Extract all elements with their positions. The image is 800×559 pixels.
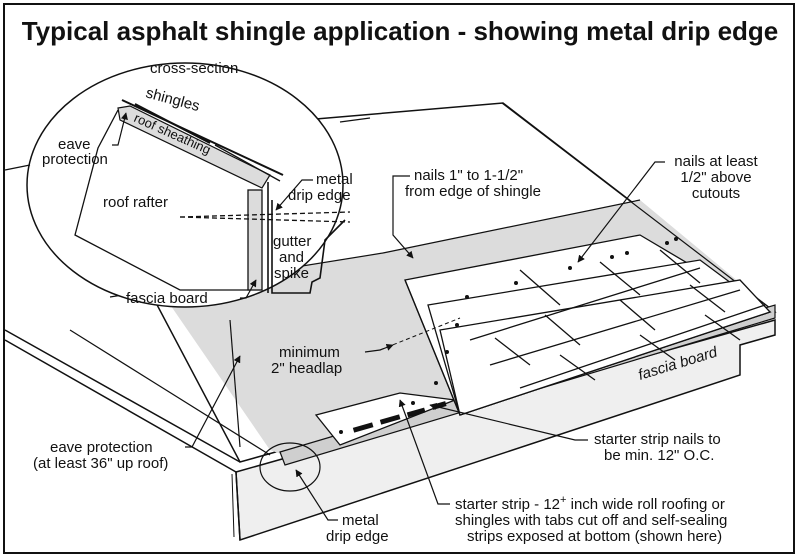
shingle-courses: [404, 234, 772, 416]
nails-above-leader: [577, 161, 665, 263]
nails-above-label-3: cutouts: [692, 185, 740, 202]
nails-above-label-2: 1/2" above: [680, 169, 751, 186]
starter-nails-label-1: starter strip nails to: [594, 431, 721, 448]
nails-edge-label-1: nails 1" to 1-1/2": [414, 167, 523, 184]
inset-fascia-board-label: fascia board: [126, 290, 208, 307]
deck-edge-line: [69, 329, 271, 456]
nails-edge-label-2: from edge of shingle: [405, 183, 541, 200]
cross-section-inset: [4, 62, 371, 308]
headlap-leader: [364, 343, 394, 353]
eave-protection-label-1: eave protection: [50, 439, 153, 456]
metal-drip-edge-label-2: drip edge: [326, 528, 389, 545]
nails-edge-leader: [392, 175, 414, 259]
nails-above-label-1: nails at least: [674, 153, 758, 170]
nail-dots: [339, 237, 678, 434]
headlap-label-1: minimum: [279, 344, 340, 361]
gutter-label-2: and: [279, 249, 304, 266]
inset-metal-drip-edge-label-1: metal: [316, 171, 353, 188]
inset-drip-edge-leader: [275, 179, 313, 211]
inset-metal-drip-edge-label-2: drip edge: [288, 187, 351, 204]
headlap-label-2: 2" headlap: [271, 360, 342, 377]
eave-protection-label-2: (at least 36" up roof): [33, 455, 168, 472]
starter-strip-label-2: shingles with tabs cut off and self-seal…: [455, 512, 727, 529]
starter-strip-label-1: starter strip - 12+ inch wide roll roofi…: [455, 494, 725, 513]
eave-protection-top-edge: [382, 199, 641, 254]
inset-eave-leader: [112, 112, 128, 146]
roof-right-edge: [501, 102, 776, 313]
starter-nails-label-2: be min. 12" O.C.: [604, 447, 714, 464]
eave-protection-leader: [185, 355, 241, 448]
cross-section-heading: cross-section: [150, 60, 238, 77]
starter-strip-label-3: strips exposed at bottom (shown here): [467, 528, 722, 545]
leader-lines: [112, 112, 665, 521]
eave-protection-inset-label-1: eave: [58, 136, 91, 153]
drip-edge-detail-circle: [259, 442, 321, 492]
diagram-frame: [3, 3, 795, 554]
starter-strip-leader: [398, 399, 450, 505]
eave-protection-inset-label-2: protection: [42, 151, 108, 168]
gutter-label-1: gutter: [273, 233, 311, 250]
diagram-title: Typical asphalt shingle application - sh…: [22, 16, 779, 46]
inset-connector-line: [229, 319, 241, 448]
inset-fascia-leader: [240, 279, 257, 299]
gutter-label-3: spike: [274, 265, 309, 282]
roof-rafter-label: roof rafter: [103, 194, 168, 211]
starter-nails-leader: [429, 403, 588, 441]
metal-drip-edge-label-1: metal: [342, 512, 379, 529]
